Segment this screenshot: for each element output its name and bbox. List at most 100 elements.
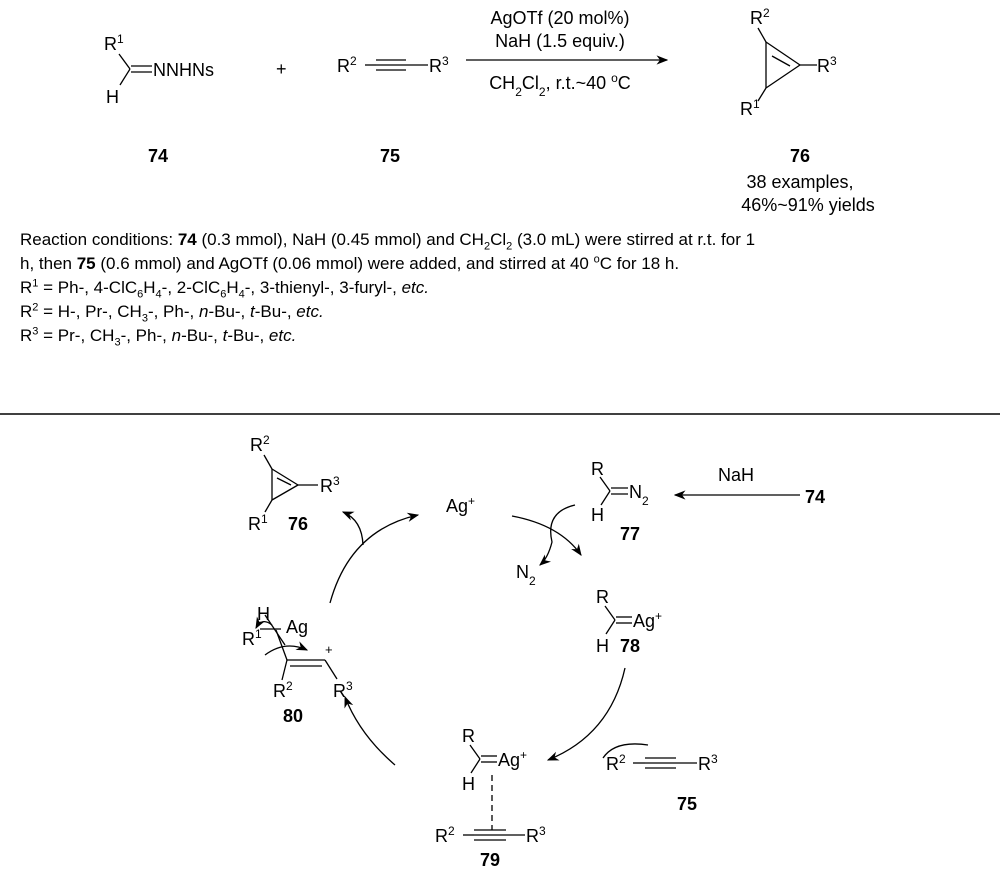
text-segment: R <box>242 629 255 649</box>
text-segment: R <box>320 476 333 496</box>
reaction-notes: Reaction conditions: 74 (0.3 mmol), NaH … <box>20 228 755 348</box>
mech-77-h: H <box>591 505 604 525</box>
text-segment: 2 <box>448 824 455 838</box>
bonds <box>0 27 1000 841</box>
text-segment: 2 <box>529 574 536 588</box>
text-segment: N <box>516 562 529 582</box>
mech-75-r3: R3 <box>698 752 718 774</box>
mech-77-r: R <box>591 459 604 479</box>
mech-76-r2: R2 <box>250 433 270 455</box>
arrows <box>255 55 800 766</box>
text-segment: etc. <box>401 278 429 297</box>
text-segment: etc. <box>268 326 297 345</box>
text-segment: , r.t.~40 <box>546 73 612 93</box>
text-segment: 2 <box>350 54 357 68</box>
text-segment: 2 <box>506 240 513 253</box>
text-segment: 2 <box>483 240 491 253</box>
text-segment: H <box>226 278 239 297</box>
mech-label-79: 79 <box>480 850 500 870</box>
text-segment: R <box>20 302 33 321</box>
text-segment: R <box>273 681 286 701</box>
text-segment: h, then <box>20 254 77 273</box>
text-segment: o <box>611 71 618 85</box>
mech-label-75: 75 <box>677 794 697 814</box>
text-segment: -Bu-, <box>208 302 250 321</box>
text-segment: -, Ph-, <box>120 326 172 345</box>
text-segment: (0.6 mmol) and AgOTf (0.06 mmol) were ad… <box>95 254 594 273</box>
mech-80-r3: R3 <box>333 679 353 701</box>
compound-label-74: 74 <box>148 146 168 166</box>
mech-79-r: R <box>462 726 475 746</box>
cycle-arrow-80-to-ag <box>329 512 420 604</box>
text-segment: R <box>606 754 619 774</box>
mech-80-r1: R1 <box>242 627 262 649</box>
compound-label-75: 75 <box>380 146 400 166</box>
mech-78-ag: Ag+ <box>633 609 662 631</box>
text-segment: + <box>655 609 662 623</box>
text-segment: H <box>143 278 156 297</box>
mech-label-74: 74 <box>805 487 825 507</box>
text-segment: 74 <box>177 230 197 249</box>
text-segment: R <box>20 326 33 345</box>
text-segment: Ag <box>446 496 468 516</box>
release-76-arrow <box>341 511 364 546</box>
mech-80-ag: Ag <box>286 617 308 637</box>
yield-range: 46%~91% yields <box>741 195 875 215</box>
note-conditions-1: Reaction conditions: 74 (0.3 mmol), NaH … <box>20 228 755 252</box>
text-segment: R <box>526 826 539 846</box>
text-segment: R <box>750 8 763 28</box>
text-segment: n <box>171 326 182 345</box>
text-segment: 2 <box>515 85 522 99</box>
text-segment: 3 <box>346 679 353 693</box>
text-segment: R <box>333 681 346 701</box>
cycle-arrow-78-to-79 <box>546 667 626 761</box>
text-segment: 2 <box>263 433 270 447</box>
text-segment: -, 3-thienyl-, 3-furyl-, <box>244 278 402 297</box>
text-segment: 1 <box>32 277 39 290</box>
note-conditions-2: h, then 75 (0.6 mmol) and AgOTf (0.06 mm… <box>20 252 755 276</box>
text-segment: -Bu-, <box>254 302 297 321</box>
mech-78-r: R <box>596 587 609 607</box>
text-segment: = Pr-, CH <box>38 326 115 345</box>
text-segment: R <box>435 826 448 846</box>
electron-arrow-2 <box>264 641 309 656</box>
mech-75-r2: R2 <box>606 752 626 774</box>
text-segment: Ag <box>633 611 655 631</box>
text-segment: (3.0 mL) were stirred at r.t. for 1 <box>512 230 756 249</box>
mech-76-r1: R1 <box>248 512 268 534</box>
text-segment: t <box>250 302 255 321</box>
plus-sign: + <box>276 59 287 79</box>
note-r1-scope: R1 = Ph-, 4-ClC6H4-, 2-ClC6H4-, 3-thieny… <box>20 276 755 300</box>
nitrogen-released: N2 <box>516 562 536 588</box>
text-segment: 3 <box>333 474 340 488</box>
text-segment: 3 <box>114 336 121 349</box>
alkyne-entry-arrow <box>602 743 649 759</box>
text-segment: Cl <box>522 73 539 93</box>
product-r1-label: R1 <box>740 97 760 119</box>
text-segment: (0.3 mmol), NaH (0.45 mmol) and CH <box>196 230 484 249</box>
electron-arrow-1 <box>255 616 273 630</box>
text-segment: + <box>520 748 527 762</box>
text-segment: 6 <box>137 288 144 301</box>
mech-label-77: 77 <box>620 524 640 544</box>
examples-count: 38 examples, <box>746 172 853 192</box>
text-segment: R <box>20 278 33 297</box>
r1-label: R1 <box>104 32 124 54</box>
text-segment: -, 2-ClC <box>161 278 221 297</box>
mech-78-h: H <box>596 636 609 656</box>
text-segment: 75 <box>76 254 96 273</box>
r2-label: R2 <box>337 54 357 76</box>
text-segment: R <box>698 754 711 774</box>
text-segment: 2 <box>32 301 39 314</box>
text-segment: 3 <box>539 824 546 838</box>
text-segment: -, Ph-, <box>147 302 199 321</box>
note-r3-scope: R3 = Pr-, CH3-, Ph-, n-Bu-, t-Bu-, etc. <box>20 324 755 348</box>
text-segment: R <box>429 56 442 76</box>
mech-79-ag: Ag+ <box>498 748 527 770</box>
text-segment: 1 <box>117 32 124 46</box>
text-segment: CH <box>489 73 515 93</box>
mech-76-r3: R3 <box>320 474 340 496</box>
nnhns-label: NNHNs <box>153 60 214 80</box>
text-segment: 3 <box>32 325 39 338</box>
